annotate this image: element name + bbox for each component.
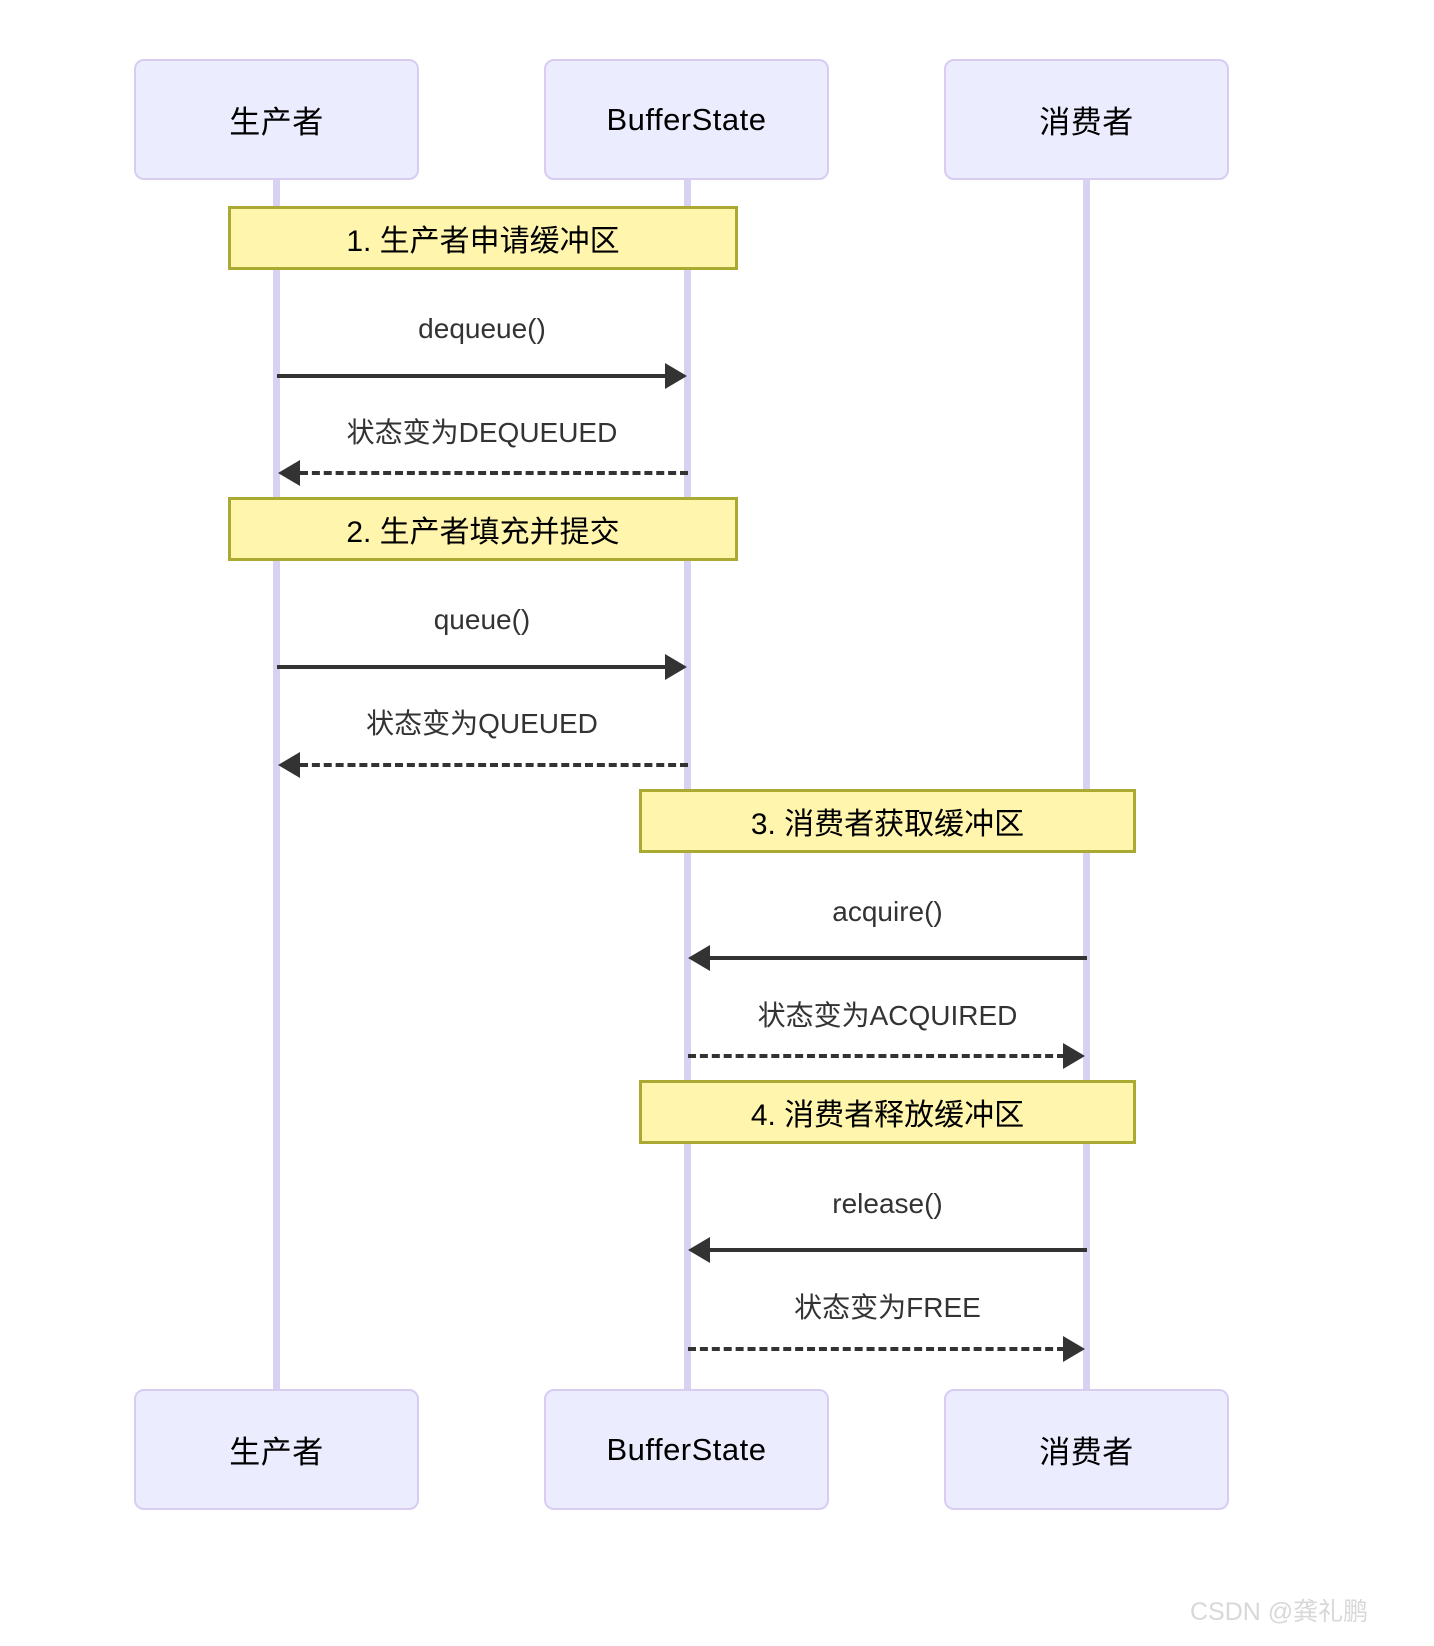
participant-footer-bufferstate[interactable]: BufferState	[544, 1389, 829, 1510]
arrowhead-left-icon	[688, 945, 710, 971]
message-arrow-dequeued-state	[300, 471, 688, 475]
participant-header-consumer[interactable]: 消费者	[944, 59, 1229, 180]
participant-label: 生产者	[229, 105, 324, 140]
participant-header-bufferstate[interactable]: BufferState	[544, 59, 829, 180]
message-arrow-queue	[277, 665, 667, 669]
participant-label: BufferState	[606, 101, 767, 137]
arrowhead-right-icon	[665, 363, 687, 389]
note-label: 3. 消费者获取缓冲区	[750, 808, 1025, 841]
message-arrow-dequeue	[277, 374, 667, 378]
note-step-3[interactable]: 3. 消费者获取缓冲区	[639, 789, 1136, 853]
participant-header-producer[interactable]: 生产者	[134, 59, 419, 180]
note-step-2[interactable]: 2. 生产者填充并提交	[228, 497, 738, 561]
message-label-queue: queue()	[433, 604, 531, 635]
participant-footer-producer[interactable]: 生产者	[134, 1389, 419, 1510]
message-label-dequeue: dequeue()	[418, 313, 546, 344]
message-arrow-release	[710, 1248, 1087, 1252]
arrowhead-left-icon	[278, 752, 300, 778]
message-label-dequeued-state: 状态变为DEQUEUED	[346, 417, 618, 448]
participant-footer-consumer[interactable]: 消费者	[944, 1389, 1229, 1510]
message-arrow-acquire	[710, 956, 1087, 960]
arrowhead-right-icon	[1063, 1336, 1085, 1362]
arrowhead-right-icon	[1063, 1043, 1085, 1069]
note-step-4[interactable]: 4. 消费者释放缓冲区	[639, 1080, 1136, 1144]
lifeline-consumer	[1083, 180, 1090, 1390]
participant-label: 生产者	[229, 1435, 324, 1470]
lifeline-producer	[273, 180, 280, 1390]
message-label-acquired-state: 状态变为ACQUIRED	[757, 1000, 1018, 1031]
csdn-watermark: CSDN @龚礼鹏	[1190, 1598, 1369, 1626]
arrowhead-left-icon	[688, 1237, 710, 1263]
note-label: 2. 生产者填充并提交	[346, 516, 620, 549]
arrowhead-right-icon	[665, 654, 687, 680]
note-step-1[interactable]: 1. 生产者申请缓冲区	[228, 206, 738, 270]
participant-label: 消费者	[1039, 105, 1134, 140]
lifeline-bufferstate	[684, 180, 691, 1390]
note-label: 1. 生产者申请缓冲区	[346, 225, 620, 258]
message-label-queued-state: 状态变为QUEUED	[366, 708, 598, 739]
note-label: 4. 消费者释放缓冲区	[750, 1099, 1025, 1132]
participant-label: 消费者	[1039, 1435, 1134, 1470]
message-label-free-state: 状态变为FREE	[794, 1292, 981, 1323]
message-label-release: release()	[832, 1188, 943, 1219]
message-label-acquire: acquire()	[832, 896, 943, 927]
message-arrow-acquired-state	[688, 1054, 1065, 1058]
participant-label: BufferState	[606, 1431, 767, 1467]
message-arrow-free-state	[688, 1347, 1065, 1351]
message-arrow-queued-state	[300, 763, 688, 767]
arrowhead-left-icon	[278, 460, 300, 486]
